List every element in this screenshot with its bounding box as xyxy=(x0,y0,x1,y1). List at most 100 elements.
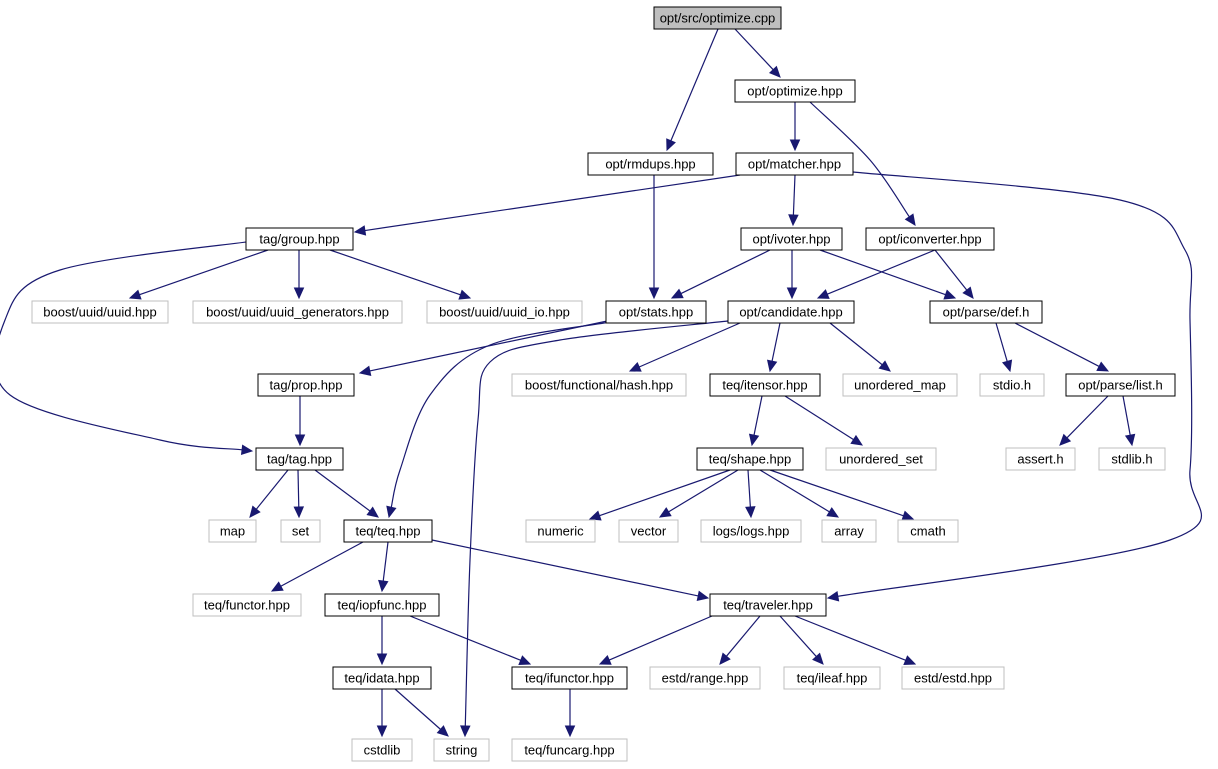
edge-line xyxy=(734,28,774,71)
edge-line xyxy=(1014,322,1100,367)
node-label: opt/iconverter.hpp xyxy=(878,232,981,247)
node-idata-hpp[interactable]: teq/idata.hpp xyxy=(332,666,432,690)
edge-traveler_hpp-to-estd_hpp xyxy=(794,615,917,665)
edge-line xyxy=(464,320,729,727)
edge-arrowhead xyxy=(658,507,672,518)
node-def-h[interactable]: opt/parse/def.h xyxy=(929,300,1043,324)
node-uuid-gen-hpp: boost/uuid/uuid_generators.hpp xyxy=(192,300,403,324)
edge-stats_hpp-to-teq_hpp xyxy=(386,321,611,519)
edge-arrowhead xyxy=(518,655,532,665)
node-matcher-hpp[interactable]: opt/matcher.hpp xyxy=(735,152,854,176)
edge-arrowhead xyxy=(249,505,261,518)
node-label: boost/uuid/uuid_io.hpp xyxy=(439,305,570,320)
node-box xyxy=(511,666,628,690)
edge-line xyxy=(819,249,946,296)
node-iconverter-hpp[interactable]: opt/iconverter.hpp xyxy=(865,227,995,251)
edge-arrowhead xyxy=(696,590,710,602)
edge-arrowhead xyxy=(719,652,731,665)
node-uuid-io-hpp: boost/uuid/uuid_io.hpp xyxy=(426,300,583,324)
node-box xyxy=(192,300,403,324)
node-shape-hpp[interactable]: teq/shape.hpp xyxy=(696,447,804,471)
edge-list_h-to-stdlib_h xyxy=(1122,395,1136,447)
edge-line xyxy=(934,249,968,291)
edge-shape_hpp-to-array xyxy=(759,469,840,518)
node-box xyxy=(825,447,937,471)
node-box xyxy=(865,227,995,251)
edge-matcher_hpp-to-group_hpp xyxy=(353,174,741,236)
edge-arrowhead xyxy=(353,225,367,236)
node-teq-hpp[interactable]: teq/teq.hpp xyxy=(343,519,433,543)
node-ivoter-hpp[interactable]: opt/ivoter.hpp xyxy=(740,227,843,251)
edge-arrowhead xyxy=(366,506,379,518)
node-range-hpp: estd/range.hpp xyxy=(649,666,761,690)
node-box xyxy=(255,447,344,471)
node-stats-hpp[interactable]: opt/stats.hpp xyxy=(605,300,707,324)
node-label: opt/src/optimize.cpp xyxy=(660,11,776,26)
edge-arrowhead xyxy=(748,433,760,447)
edge-ivoter_hpp-to-def_h xyxy=(819,249,957,300)
node-box xyxy=(280,519,321,543)
edge-line xyxy=(837,171,1203,597)
node-rmdups-hpp[interactable]: opt/rmdups.hpp xyxy=(587,152,714,176)
node-optimize-hpp[interactable]: opt/optimize.hpp xyxy=(734,79,856,103)
edge-arrowhead xyxy=(943,289,957,300)
edge-line xyxy=(1122,395,1131,436)
node-label: teq/traveler.hpp xyxy=(723,598,813,613)
node-tag-hpp[interactable]: tag/tag.hpp xyxy=(255,447,344,471)
edge-arrowhead xyxy=(789,139,801,152)
node-label: teq/functor.hpp xyxy=(204,598,290,613)
node-label: unordered_map xyxy=(854,378,946,393)
edge-tag_hpp-to-map xyxy=(249,469,289,518)
node-label: boost/uuid/uuid.hpp xyxy=(43,305,156,320)
edge-line xyxy=(1066,395,1109,439)
edge-arrowhead xyxy=(648,287,660,300)
edge-line xyxy=(829,322,883,366)
edge-line xyxy=(995,322,1008,362)
node-candidate-hpp[interactable]: opt/candidate.hpp xyxy=(727,300,855,324)
node-label: stdio.h xyxy=(993,378,1031,393)
edge-optimize_hpp-to-iconverter_hpp xyxy=(809,101,916,227)
edge-rmdups_hpp-to-stats_hpp xyxy=(648,175,660,300)
node-box xyxy=(192,593,302,617)
edge-arrowhead xyxy=(628,361,642,372)
node-label: teq/teq.hpp xyxy=(355,524,420,539)
edge-arrowhead xyxy=(460,725,471,738)
edge-line xyxy=(280,541,364,587)
node-box xyxy=(31,300,169,324)
node-box xyxy=(709,373,821,397)
edge-line xyxy=(139,249,269,296)
node-itensor-hpp[interactable]: teq/itensor.hpp xyxy=(709,373,821,397)
node-prop-hpp[interactable]: tag/prop.hpp xyxy=(257,373,355,397)
node-group-hpp[interactable]: tag/group.hpp xyxy=(245,227,354,251)
edge-arrowhead xyxy=(850,434,864,446)
node-traveler-hpp[interactable]: teq/traveler.hpp xyxy=(709,593,827,617)
edge-arrowhead xyxy=(588,510,602,521)
node-functor-hpp: teq/functor.hpp xyxy=(192,593,302,617)
node-optimize-cpp[interactable]: opt/src/optimize.cpp xyxy=(653,6,782,30)
node-label: teq/ileaf.hpp xyxy=(797,671,868,686)
edge-line xyxy=(680,249,771,295)
edge-arrowhead xyxy=(788,214,799,227)
edge-arrowhead xyxy=(1124,433,1136,447)
node-ifunctor-hpp[interactable]: teq/ifunctor.hpp xyxy=(511,666,628,690)
node-label: assert.h xyxy=(1017,452,1063,467)
node-list-h[interactable]: opt/parse/list.h xyxy=(1065,373,1176,397)
node-set: set xyxy=(280,519,321,543)
nodes-layer: opt/src/optimize.cpp opt/optimize.hpp opt/… xyxy=(31,6,1176,762)
node-label: teq/itensor.hpp xyxy=(722,378,807,393)
edge-arrowhead xyxy=(901,510,915,521)
edge-arrowhead xyxy=(812,652,824,665)
node-label: opt/candidate.hpp xyxy=(739,305,842,320)
edge-line xyxy=(827,249,936,295)
edge-arrowhead xyxy=(903,655,917,665)
edge-line xyxy=(382,541,389,582)
edge-arrowhead xyxy=(293,287,305,300)
edge-arrowhead xyxy=(564,725,576,738)
node-box xyxy=(426,300,583,324)
node-iopfunc-hpp[interactable]: teq/iopfunc.hpp xyxy=(324,593,440,617)
node-box xyxy=(433,738,490,762)
node-unordered-map: unordered_map xyxy=(842,373,958,397)
edge-group_hpp-to-uuid_gen_hpp xyxy=(293,250,305,300)
node-box xyxy=(783,666,881,690)
node-assert-h: assert.h xyxy=(1005,447,1076,471)
